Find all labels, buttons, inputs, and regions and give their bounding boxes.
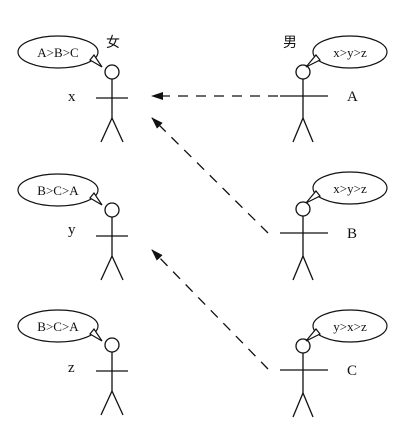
speech-bubble-tail [89, 327, 103, 342]
male-label: 男 [283, 36, 297, 51]
woman-x: A>B>C 女 x [17, 34, 128, 143]
woman-z-preference: B>C>A [37, 319, 79, 334]
man-a: x>y>z 男 A [280, 35, 388, 143]
speech-bubble-tail [89, 191, 103, 206]
proposal-arrow-b-to-x [151, 117, 269, 234]
man-b-preference: x>y>z [333, 181, 367, 196]
speech-bubble [312, 309, 388, 343]
speech-bubble-tail [305, 328, 321, 342]
speech-bubble [17, 173, 99, 207]
stick-figure-icon [96, 202, 128, 281]
woman-x-label: x [68, 89, 76, 105]
stick-figure-icon [96, 64, 128, 143]
female-label: 女 [106, 34, 120, 51]
woman-y-preference: B>C>A [37, 183, 79, 198]
man-c: y>x>z C [280, 309, 388, 418]
stick-figure-icon [280, 338, 328, 418]
speech-bubble [17, 309, 99, 343]
speech-bubble [17, 35, 99, 69]
woman-x-preference: A>B>C [37, 45, 78, 60]
speech-bubble-tail [89, 53, 103, 68]
man-b: x>y>z B [280, 171, 388, 281]
speech-bubble [312, 35, 388, 69]
man-a-preference: x>y>z [333, 45, 367, 60]
man-c-label: C [347, 363, 357, 379]
woman-y: B>C>A y [17, 173, 128, 281]
stick-figure-icon [96, 337, 128, 416]
man-c-preference: y>x>z [333, 319, 367, 334]
woman-z: B>C>A z [17, 309, 128, 416]
man-a-label: A [347, 89, 358, 105]
woman-z-label: z [68, 360, 75, 376]
stick-figure-icon [280, 64, 328, 143]
stick-figure-icon [280, 201, 328, 281]
speech-bubble-tail [305, 54, 321, 68]
speech-bubble [312, 171, 388, 205]
man-b-label: B [347, 226, 357, 242]
proposal-arrow-c-to-y [151, 249, 269, 370]
woman-y-label: y [68, 222, 76, 238]
speech-bubble-tail [305, 190, 321, 204]
